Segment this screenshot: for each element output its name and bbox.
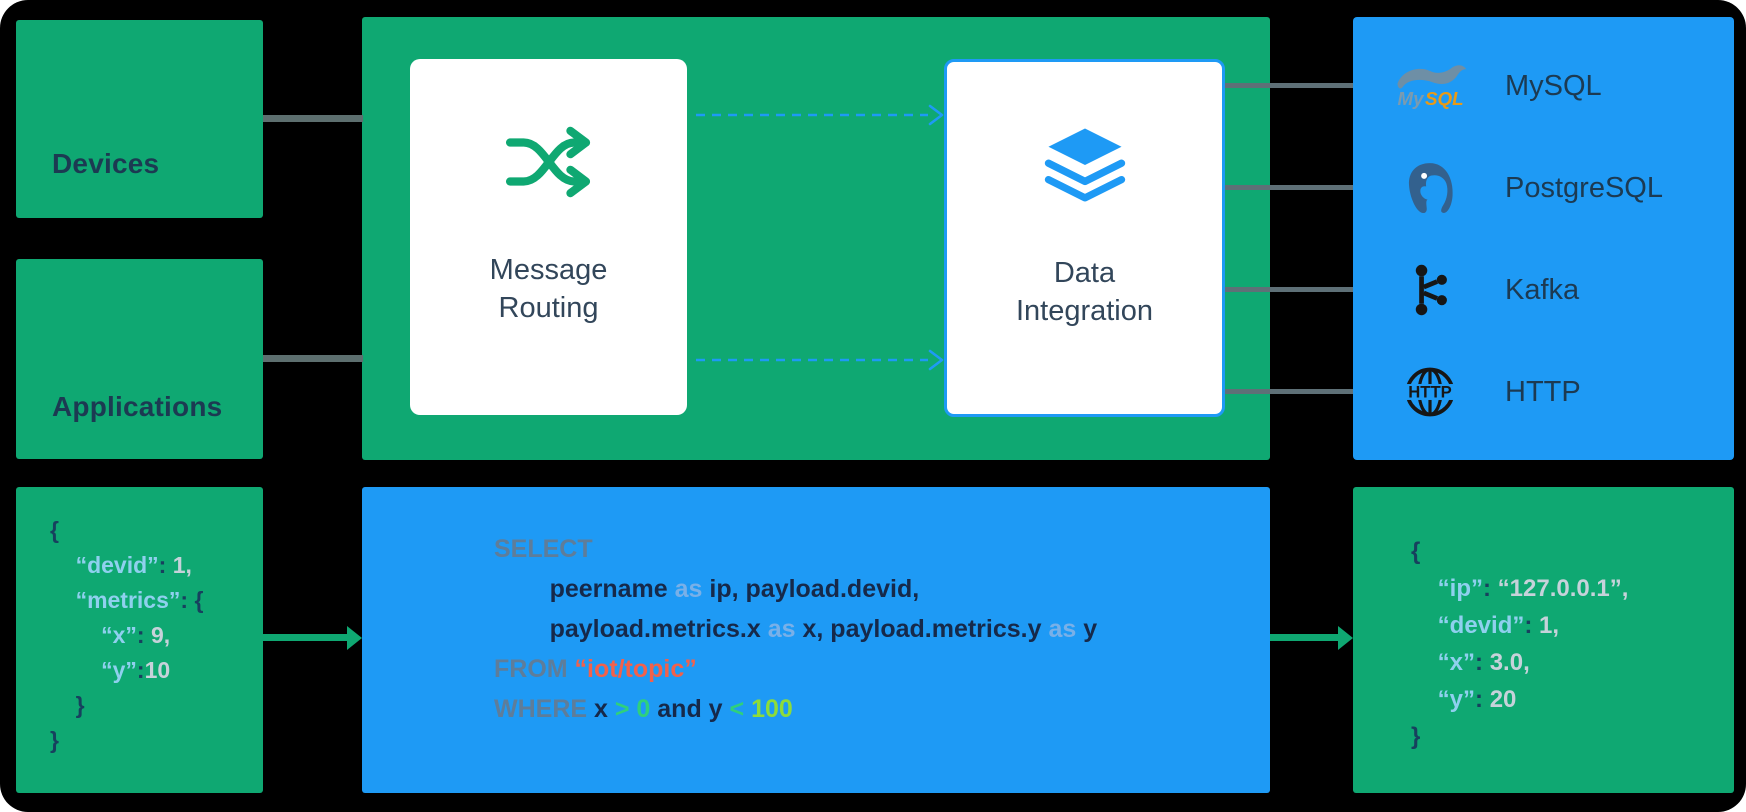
data-integration-label: Data Integration <box>1015 257 1154 328</box>
sink-connector-mysql <box>1225 83 1354 88</box>
sink-label-mysql: MySQL <box>1505 69 1602 102</box>
data-integration-card: Data Integration <box>944 59 1225 417</box>
routing-to-integration-arrow-top <box>696 104 944 126</box>
kafka-icon <box>1387 260 1473 320</box>
sink-row-mysql: My SQL MySQL <box>1353 35 1734 137</box>
applications-label: Applications <box>52 391 223 422</box>
sink-row-postgresql: PostgreSQL <box>1353 137 1734 239</box>
devices-connector-line <box>263 115 363 122</box>
applications-box: Applications <box>16 259 263 459</box>
sink-label-postgresql: PostgreSQL <box>1505 171 1663 204</box>
postgresql-icon <box>1387 160 1473 216</box>
svg-text:SQL: SQL <box>1425 88 1464 109</box>
applications-connector-line <box>263 355 363 362</box>
sink-label-http: HTTP <box>1505 375 1581 408</box>
input-to-sql-arrow <box>263 625 362 650</box>
sink-connector-http <box>1225 389 1354 394</box>
output-json-box: { “ip”: “127.0.0.1”, “devid”: 1, “x”: 3.… <box>1353 487 1734 793</box>
sql-rule-box: SELECT peername as ip, payload.devid, pa… <box>362 487 1270 793</box>
sql-to-output-arrow <box>1270 625 1353 650</box>
devices-label: Devices <box>52 148 160 179</box>
layers-icon <box>1041 118 1129 212</box>
routing-to-integration-arrow-bottom <box>696 349 944 371</box>
svg-text:My: My <box>1398 88 1426 109</box>
shuffle-icon <box>502 115 596 209</box>
sink-label-kafka: Kafka <box>1505 273 1580 306</box>
message-routing-card: Message Routing <box>410 59 687 415</box>
mysql-icon: My SQL <box>1387 62 1473 110</box>
sink-row-http: HTTP HTTP <box>1353 341 1734 443</box>
data-sinks-panel: My SQL MySQL PostgreSQL <box>1353 17 1734 460</box>
devices-box: Devices <box>16 20 263 218</box>
input-json-box: { “devid”: 1, “metrics”: { “x”: 9, “y”:1… <box>16 487 263 793</box>
http-icon: HTTP <box>1387 363 1473 421</box>
sink-connector-postgresql <box>1225 185 1354 190</box>
sink-row-kafka: Kafka <box>1353 239 1734 341</box>
sink-connector-kafka <box>1225 287 1354 292</box>
svg-text:HTTP: HTTP <box>1408 383 1452 402</box>
message-routing-label: Message Routing <box>489 254 608 325</box>
